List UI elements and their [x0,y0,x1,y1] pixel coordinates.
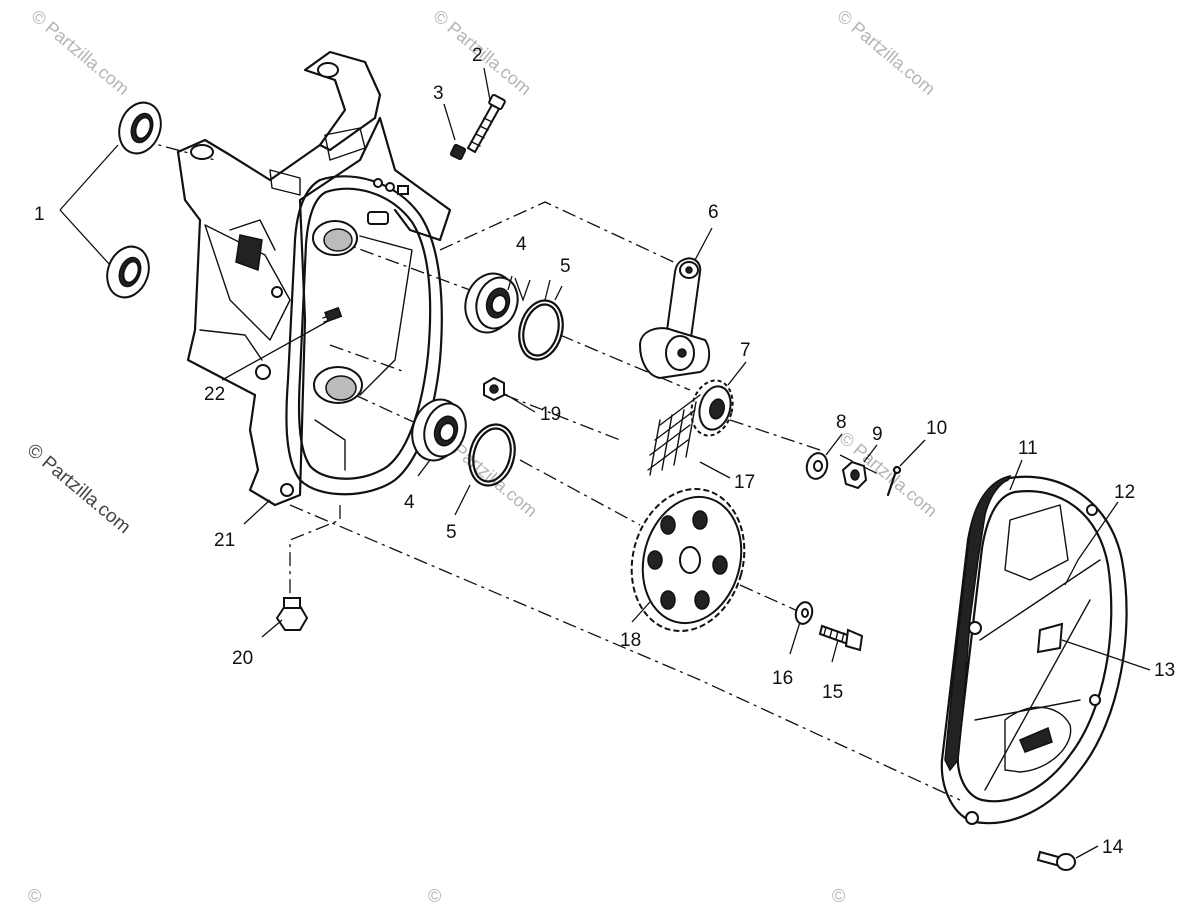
callout-22: 22 [204,384,225,405]
callout-12: 12 [1114,482,1135,503]
callout-17: 17 [734,472,755,493]
part-9-nut [841,460,868,490]
part-4-bearing-upper [464,272,519,334]
part-5-snap-rings [468,299,564,487]
callout-13: 13 [1154,660,1175,681]
callout-6: 6 [708,202,719,223]
part-16-washer [794,601,814,625]
callout-20: 20 [232,648,253,669]
centerline-chain [329,344,621,441]
callout-10: 10 [926,418,947,439]
part-14-screw [1036,850,1076,871]
part-3-nut [449,143,467,161]
callout-9: 9 [872,424,883,445]
callout-21: 21 [214,530,235,551]
part-10-cotter-pin [886,465,902,497]
callout-14: 14 [1102,837,1124,858]
callout-18: 18 [620,630,641,651]
callout-labels: 1 2 3 4 5 6 7 8 9 10 11 12 13 14 15 16 1… [34,45,1175,858]
callout-5-lower: 5 [446,522,457,543]
part-19-nut [483,376,505,402]
watermark-bottom-center: © [428,886,441,906]
centerline-drain-plug [289,505,341,595]
callout-5-upper: 5 [560,256,571,277]
callout-3: 3 [433,83,444,104]
centerline-tensioner [439,201,681,266]
watermark-bottom-right: © [832,886,845,906]
callout-4-lower: 4 [404,492,415,513]
centerline-lower-shaft [354,394,801,613]
leader-lines [59,67,1151,859]
part-20-drain-plug [275,597,309,631]
part-1-seals [106,101,162,299]
callout-1: 1 [34,204,45,225]
part-7-upper-sprocket [690,379,734,437]
chaincase-housing [176,50,452,507]
part-6-tensioner [638,257,711,380]
callout-8: 8 [836,412,847,433]
part-2-bolt [466,94,506,154]
callout-15: 15 [822,682,843,703]
part-8-washer [805,452,829,480]
part-15-bolt [818,624,864,652]
callout-7: 7 [740,340,751,361]
watermark-top-left: © Partzilla.com [27,6,133,99]
part-18-lower-sprocket [630,488,746,632]
callout-19: 19 [540,404,561,425]
callout-2: 2 [472,45,483,66]
watermark-left-side: © Partzilla.com [23,440,135,538]
part-11-12-13-chaincase-cover [940,474,1128,825]
centerline-case-cover [289,504,961,801]
part-17-chain [647,394,701,476]
callout-4-upper: 4 [516,234,527,255]
part-4-bearing-lower [411,398,467,462]
assembly-centerlines [139,139,961,801]
callout-11: 11 [1018,438,1038,459]
watermark-bottom-left: © [28,886,41,906]
watermark-top-right: © Partzilla.com [833,6,939,99]
callout-16: 16 [772,668,793,689]
